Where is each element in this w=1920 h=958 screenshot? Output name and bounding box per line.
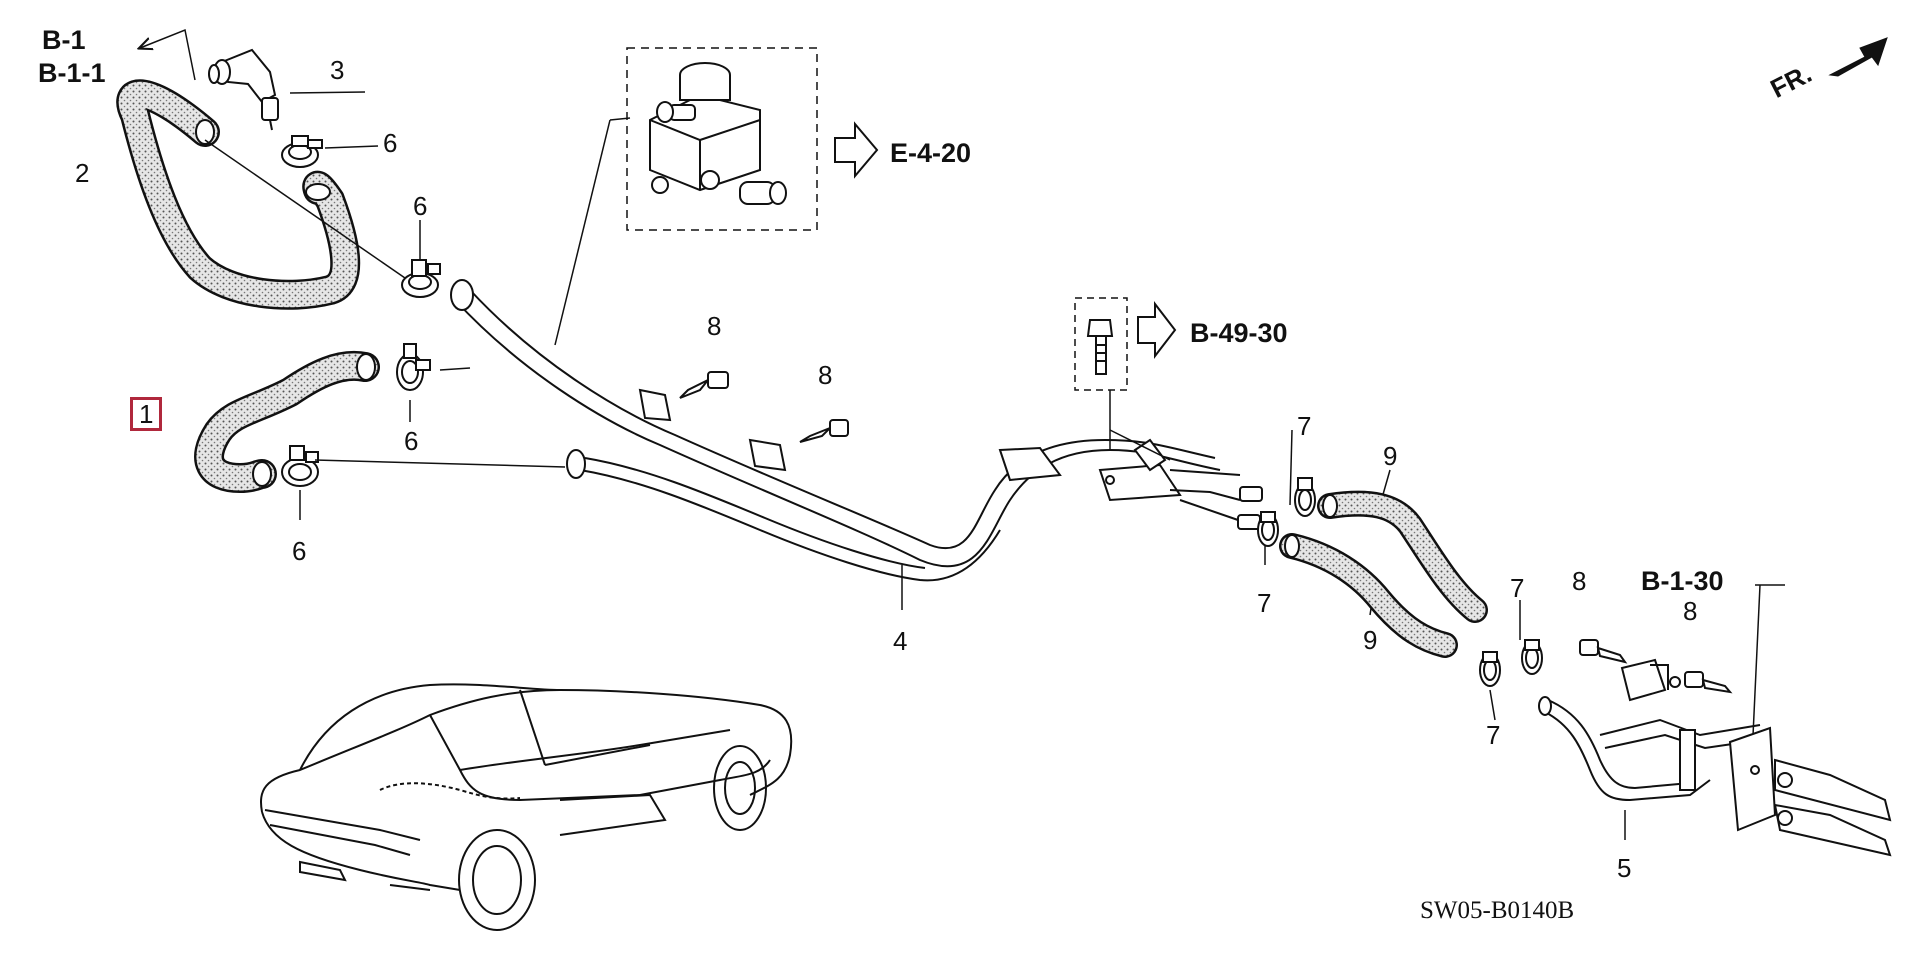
clamp-7-c — [1521, 639, 1543, 675]
part-number-8-a[interactable]: 8 — [707, 311, 722, 341]
part-number-6-lower[interactable]: 6 — [404, 426, 419, 456]
clamp-7-b — [1257, 511, 1279, 547]
clamp-6-lower — [396, 343, 431, 391]
part-number-7-d[interactable]: 7 — [1486, 720, 1501, 750]
bolt-inset — [1074, 297, 1128, 391]
part-number-3[interactable]: 3 — [330, 55, 345, 85]
clamp-6-bottom — [281, 445, 319, 487]
part-number-7-c[interactable]: 7 — [1510, 573, 1525, 603]
car-icon — [260, 683, 793, 931]
part-number-9-lower[interactable]: 9 — [1363, 625, 1378, 655]
valve-inset — [626, 47, 818, 231]
part-number-2[interactable]: 2 — [75, 158, 90, 188]
ref-e4-20[interactable]: E-4-20 — [890, 138, 972, 168]
elbow-fitting-3 — [208, 48, 279, 131]
clamp-6-mid — [401, 259, 441, 298]
part-number-6-upper[interactable]: 6 — [383, 128, 398, 158]
ref-b1-1[interactable]: B-1-1 — [38, 58, 106, 88]
b4930-arrow-icon — [1137, 301, 1177, 359]
ref-b49-30[interactable]: B-49-30 — [1190, 318, 1288, 348]
part-number-6-bottom[interactable]: 6 — [292, 536, 307, 566]
clamp-7-a — [1294, 477, 1316, 517]
part-number-8-d[interactable]: 8 — [1683, 596, 1698, 626]
clamp-7-d — [1479, 651, 1501, 687]
hose-9-lower — [1279, 533, 1458, 658]
pipe-4 — [450, 279, 1263, 582]
part-number-5[interactable]: 5 — [1617, 853, 1632, 883]
ref-b1[interactable]: B-1 — [42, 25, 86, 55]
bolt-8-b — [799, 419, 849, 443]
hose-9-upper — [1317, 490, 1488, 623]
bolt-8-a — [679, 371, 729, 399]
part-number-7-b[interactable]: 7 — [1257, 588, 1272, 618]
b1-arrow — [140, 28, 196, 81]
part-number-7-a[interactable]: 7 — [1297, 411, 1312, 441]
ref-b1-30[interactable]: B-1-30 — [1641, 566, 1724, 596]
part-number-1[interactable]: 1 — [130, 397, 163, 431]
diagram-code: SW05-B0140B — [1420, 897, 1575, 924]
pipe-5 — [1538, 658, 1892, 857]
clamp-6-upper — [281, 135, 323, 168]
bolt-8-c — [1579, 639, 1628, 664]
leader-lines — [204, 91, 1785, 840]
part-number-8-c[interactable]: 8 — [1572, 566, 1587, 596]
hose-1 — [194, 351, 380, 494]
part-number-9-upper[interactable]: 9 — [1383, 441, 1398, 471]
hose-2 — [116, 79, 361, 310]
front-arrow-icon — [1828, 37, 1888, 77]
part-number-6-mid[interactable]: 6 — [413, 191, 428, 221]
part-number-8-b[interactable]: 8 — [818, 360, 833, 390]
part-number-4[interactable]: 4 — [893, 626, 908, 656]
bolt-8-d — [1684, 671, 1733, 694]
e420-arrow-icon — [834, 121, 879, 179]
